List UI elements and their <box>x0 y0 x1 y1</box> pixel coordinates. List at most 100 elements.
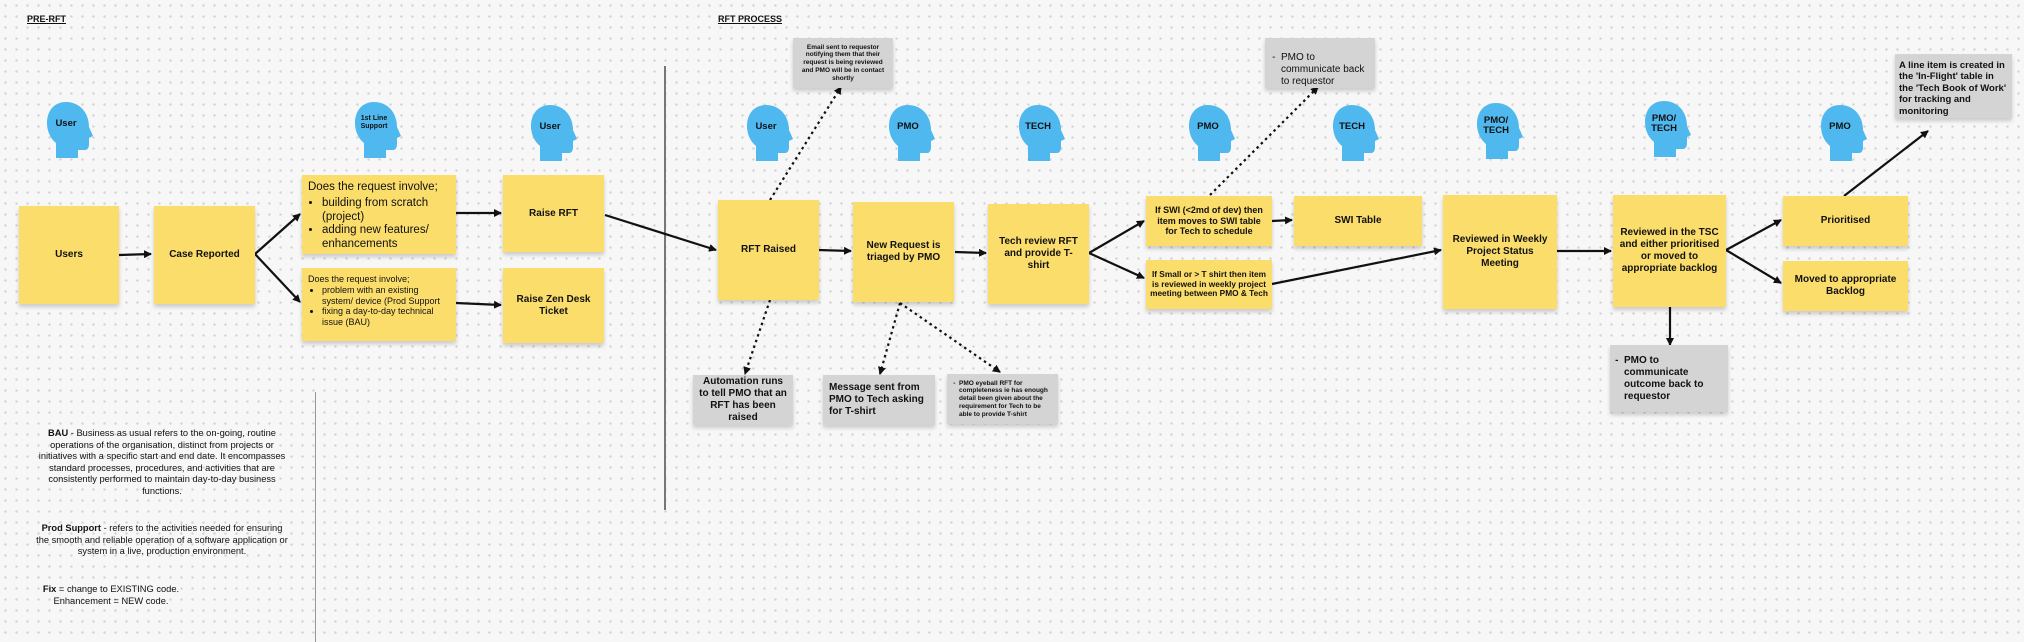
actor-head-pmo: PMO <box>1820 104 1868 162</box>
sticky-backlog: Moved to appropriate Backlog <box>1783 261 1908 311</box>
definition-prod-support: Prod Support - refers to the activities … <box>36 523 288 558</box>
definition-term: BAU <box>48 428 69 438</box>
list-item: PMO to communicate outcome back to reque… <box>1624 355 1722 403</box>
arrow <box>254 253 301 303</box>
arrow <box>118 250 152 259</box>
sticky-text: Reviewed in Weekly Project Status Meetin… <box>1452 234 1548 269</box>
definition-bau: BAU - Business as usual refers to the on… <box>36 428 288 498</box>
list-item: PMO eyeball RFT for completeness ie has … <box>959 380 1054 419</box>
head-label: TECH <box>1339 121 1365 132</box>
head-icon <box>531 105 577 161</box>
pre-rft-title: PRE-RFT <box>27 14 66 24</box>
definition-text: Enhancement = NEW code. <box>53 595 169 606</box>
sticky-text: If SWI (<2md of dev) then item moves to … <box>1155 204 1263 237</box>
head-label: PMO/ TECH <box>1483 115 1509 137</box>
head-label: TECH <box>1025 121 1051 132</box>
head-label: User <box>539 121 561 132</box>
head-label: 1st Line Support <box>360 115 388 130</box>
note-message-tech: Message sent from PMO to Tech asking for… <box>823 375 935 425</box>
note-pmo-communicate-back: PMO to communicate back to requestor <box>1265 38 1375 88</box>
arrow <box>1271 247 1442 286</box>
actor-head-support: 1st Line Support <box>354 101 402 159</box>
sticky-text: Prioritised <box>1820 215 1871 226</box>
sticky-text: Case Reported <box>169 249 240 260</box>
note-automation: Automation runs to tell PMO that an RFT … <box>693 375 793 425</box>
actor-head-user: User <box>530 104 578 162</box>
arrow <box>1843 130 1929 197</box>
sticky-text: Automation runs to tell PMO that an RFT … <box>699 376 787 423</box>
sticky-raise-zendesk: Raise Zen Desk Ticket <box>503 268 604 343</box>
head-label: User <box>755 121 777 132</box>
actor-head-pmo: PMO <box>888 104 936 162</box>
head-label: User <box>55 118 77 129</box>
head-label: PMO <box>897 121 919 132</box>
sticky-tsc: Reviewed in the TSC and either prioritis… <box>1613 195 1726 307</box>
rft-process-title: RFT PROCESS <box>718 14 783 24</box>
sticky-text: Raise RFT <box>529 207 578 219</box>
sticky-text: Tech review RFT and provide T-shirt <box>999 236 1078 271</box>
sticky-text: Email sent to requestor notifying them t… <box>801 43 885 82</box>
arrow <box>604 213 717 252</box>
arrow <box>1725 219 1782 251</box>
sticky-text: A line item is created in the 'In-Flight… <box>1899 60 2007 117</box>
note-list: PMO to communicate back to requestor <box>1273 52 1369 88</box>
sticky-small-tshirt: If Small or > T shirt then item is revie… <box>1146 260 1272 309</box>
head-icon <box>355 102 401 158</box>
arrow <box>1088 251 1145 280</box>
actor-head-pmo-tech: PMO/ TECH <box>1476 102 1524 160</box>
sticky-involve-new: Does the request involve; building from … <box>302 175 456 254</box>
sticky-text: RFT Raised <box>740 244 796 255</box>
definition-term: Fix <box>42 584 57 594</box>
definition-term: Prod Support <box>41 523 101 533</box>
sticky-text: Message sent from PMO to Tech asking for… <box>829 382 924 417</box>
arrow <box>1088 220 1145 254</box>
head-icon <box>1821 105 1867 161</box>
sticky-tech-review: Tech review RFT and provide T-shirt <box>988 204 1089 304</box>
sticky-swi: If SWI (<2md of dev) then item moves to … <box>1146 196 1272 246</box>
dotted-arrow <box>769 86 842 201</box>
sticky-prioritised: Prioritised <box>1783 196 1908 246</box>
sticky-text: Raise Zen Desk Ticket <box>516 293 591 317</box>
actor-head-user: User <box>46 101 94 159</box>
arrow <box>954 248 987 257</box>
note-list: PMO to communicate outcome back to reque… <box>1614 355 1722 403</box>
dotted-arrow <box>743 299 772 375</box>
arrow <box>455 300 502 309</box>
sticky-swi-table: SWI Table <box>1294 196 1422 246</box>
actor-head-tech: TECH <box>1018 104 1066 162</box>
sticky-text: Moved to appropriate Backlog <box>1794 274 1897 297</box>
sticky-case-reported: Case Reported <box>154 206 255 304</box>
head-icon <box>1333 105 1379 161</box>
definition-text: - refers to the activities needed for en… <box>36 523 288 557</box>
head-icon <box>747 105 793 161</box>
note-pmo-eyeball: PMO eyeball RFT for completeness ie has … <box>947 374 1058 424</box>
list-item: building from scratch (project) <box>322 197 450 225</box>
head-icon <box>1645 101 1691 157</box>
actor-head-user: User <box>746 104 794 162</box>
head-label: PMO <box>1829 121 1851 132</box>
involve-existing-list: problem with an existing system/ device … <box>308 285 450 328</box>
arrow <box>1271 216 1293 225</box>
head-icon <box>1477 103 1523 159</box>
sticky-users: Users <box>19 206 119 304</box>
dotted-arrow <box>1209 86 1319 196</box>
definitions-divider <box>315 392 316 642</box>
involve-new-list: building from scratch (project) adding n… <box>308 197 450 252</box>
note-line-item: A line item is created in the 'In-Flight… <box>1895 54 2012 118</box>
note-list: PMO eyeball RFT for completeness ie has … <box>951 380 1054 419</box>
sticky-question: Does the request involve; <box>308 181 438 193</box>
sticky-text: New Request is triaged by PMO <box>866 240 941 263</box>
dotted-arrow <box>878 302 902 375</box>
actor-head-pmo-tech: PMO/ TECH <box>1644 100 1692 158</box>
sticky-text: SWI Table <box>1334 215 1382 226</box>
arrow <box>817 246 852 255</box>
list-item: PMO to communicate back to requestor <box>1281 52 1369 88</box>
definition-text: - Business as usual refers to the on-goi… <box>38 428 286 497</box>
head-label: PMO <box>1197 121 1219 132</box>
note-email-sent: Email sent to requestor notifying them t… <box>793 38 893 88</box>
sticky-text: If Small or > T shirt then item is revie… <box>1150 268 1268 299</box>
actor-head-tech: TECH <box>1332 104 1380 162</box>
sticky-question: Does the request involve; <box>308 274 410 284</box>
dotted-arrow <box>899 302 1001 373</box>
